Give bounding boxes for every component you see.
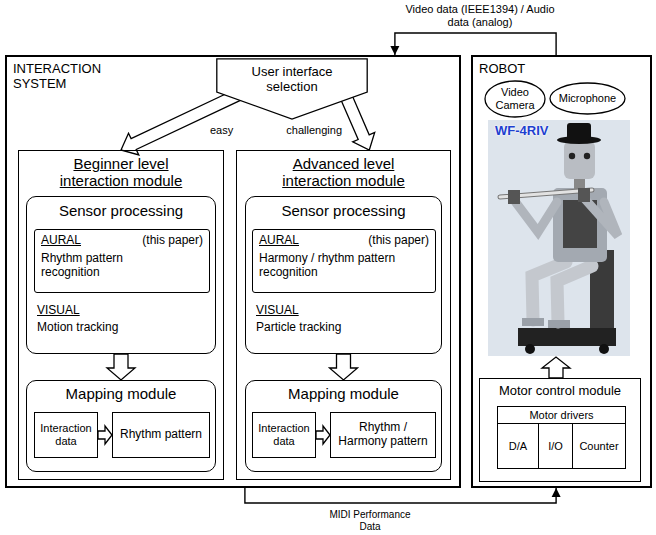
box-label: I/O bbox=[548, 440, 563, 453]
flow-arrow bbox=[107, 354, 135, 380]
shape-outline bbox=[217, 59, 367, 119]
flow-arrow bbox=[330, 354, 358, 380]
block-arrow bbox=[98, 426, 112, 444]
section-text: Particle tracking bbox=[256, 321, 416, 335]
note-text: (this paper) bbox=[123, 234, 203, 248]
box-title: Sensor processing bbox=[259, 202, 429, 219]
robot-name: WF-4RIV bbox=[495, 124, 575, 139]
module-box: Beginner level interaction moduleSensor … bbox=[18, 150, 224, 480]
block-arrow bbox=[340, 92, 375, 150]
robot-eye bbox=[569, 153, 575, 159]
robot-hand bbox=[508, 190, 520, 204]
flow-arrow bbox=[98, 426, 112, 444]
block-arrow bbox=[330, 354, 358, 380]
system-box: INTERACTION SYSTEM User interface selecti… bbox=[5, 55, 461, 488]
motor-box: Motor control moduleMotor driversD/A I/O C… bbox=[479, 378, 641, 482]
robot-eye bbox=[584, 153, 590, 159]
box-title: Sensor processing bbox=[36, 202, 206, 219]
box-label: D/A bbox=[509, 440, 527, 453]
device-ellipse: Microphone bbox=[549, 82, 626, 115]
edge-label: Video data (IEEE1394) / Audio data (anal… bbox=[405, 3, 555, 28]
edge-label: challenging bbox=[278, 124, 342, 137]
block-arrow bbox=[107, 354, 135, 380]
note-text: (this paper) bbox=[349, 234, 429, 248]
link-line bbox=[245, 488, 556, 503]
robot-legs bbox=[532, 262, 592, 322]
arrow-head bbox=[390, 46, 399, 55]
robot-head bbox=[564, 141, 595, 179]
block-arrow bbox=[316, 426, 330, 444]
device-ellipse: Video Camera bbox=[484, 80, 546, 118]
pattern-box: Rhythm / Harmony pattern bbox=[330, 412, 436, 458]
data-link bbox=[390, 33, 556, 55]
block-arrow bbox=[121, 89, 241, 155]
robot-foot bbox=[548, 320, 570, 328]
robot-box: ROBOT Video Camera MicrophoneMotor control… bbox=[471, 55, 652, 488]
data-link bbox=[245, 488, 561, 503]
robot-wheel bbox=[599, 344, 609, 354]
box-title: Mapping module bbox=[36, 385, 206, 402]
box-title: Mapping module bbox=[259, 385, 429, 402]
box-label: Interaction data bbox=[255, 422, 313, 447]
section-text: Motion tracking bbox=[37, 321, 197, 335]
box-label: Counter bbox=[579, 440, 618, 453]
aural-box: AURAL (this paper) Harmony / rhythm patter… bbox=[252, 229, 436, 293]
edge-label: MIDI Performance Data bbox=[322, 509, 418, 532]
aural-box: AURAL (this paper) Rhythm pattern recognit… bbox=[34, 229, 210, 293]
port-box: D/A bbox=[497, 423, 539, 469]
flow-arrow bbox=[316, 426, 330, 444]
sensor-box: Sensor processingVISUAL Motion tracking AU… bbox=[26, 196, 216, 354]
selector-pentagon: User interface selection bbox=[216, 58, 368, 120]
control-arrow bbox=[542, 357, 570, 378]
device-label: Microphone bbox=[559, 92, 616, 105]
module-title: Advanced level interaction module bbox=[262, 155, 426, 190]
module-box: Advanced level interaction moduleSensor … bbox=[236, 150, 451, 480]
box-label: Interaction data bbox=[37, 422, 95, 447]
photo-ground bbox=[488, 120, 630, 356]
robot-hat-crown bbox=[567, 123, 591, 140]
port-box: Counter bbox=[572, 423, 626, 469]
robot-arms bbox=[514, 198, 618, 236]
section-text: Harmony / rhythm pattern recognition bbox=[259, 252, 419, 280]
edge-label: easy bbox=[210, 124, 246, 137]
robot-hand bbox=[578, 188, 590, 202]
shape-outline bbox=[550, 83, 625, 114]
box-label: Rhythm pattern bbox=[120, 428, 202, 442]
selector-label: User interface selection bbox=[233, 65, 351, 95]
sensor-box: Sensor processingVISUAL Particle tracking… bbox=[245, 196, 442, 354]
flow-arrow bbox=[121, 89, 241, 155]
data-box: Interaction data bbox=[252, 412, 316, 458]
box-label: Rhythm / Harmony pattern bbox=[333, 421, 433, 449]
pattern-box: Rhythm pattern bbox=[112, 412, 210, 458]
section-heading: AURAL bbox=[41, 234, 101, 248]
arrow-head bbox=[552, 488, 561, 497]
device-label: Video Camera bbox=[489, 86, 541, 111]
box-label: Motor drivers bbox=[529, 409, 593, 422]
shape-outline bbox=[485, 81, 545, 117]
box-title: Motor control module bbox=[484, 384, 636, 399]
mapping-box: Mapping moduleInteraction data Rhythm pat… bbox=[26, 380, 216, 472]
robot-base bbox=[518, 328, 616, 346]
data-box: Interaction data bbox=[34, 412, 98, 458]
robot-wheel bbox=[525, 344, 535, 354]
robot-foot bbox=[522, 318, 544, 326]
port-box: I/O bbox=[538, 423, 573, 469]
flow-arrow bbox=[340, 92, 375, 150]
mapping-box: Mapping moduleInteraction data Rhythm / H… bbox=[245, 380, 442, 472]
robot-torso bbox=[553, 188, 607, 262]
module-title: Beginner level interaction module bbox=[39, 155, 203, 190]
section-heading: VISUAL bbox=[37, 304, 117, 318]
section-heading: AURAL bbox=[259, 234, 319, 248]
section-heading: VISUAL bbox=[256, 304, 336, 318]
section-text: Rhythm pattern recognition bbox=[41, 252, 159, 280]
link-line bbox=[395, 33, 556, 55]
system-title: ROBOT bbox=[479, 62, 559, 77]
system-title: INTERACTION SYSTEM bbox=[13, 62, 113, 92]
